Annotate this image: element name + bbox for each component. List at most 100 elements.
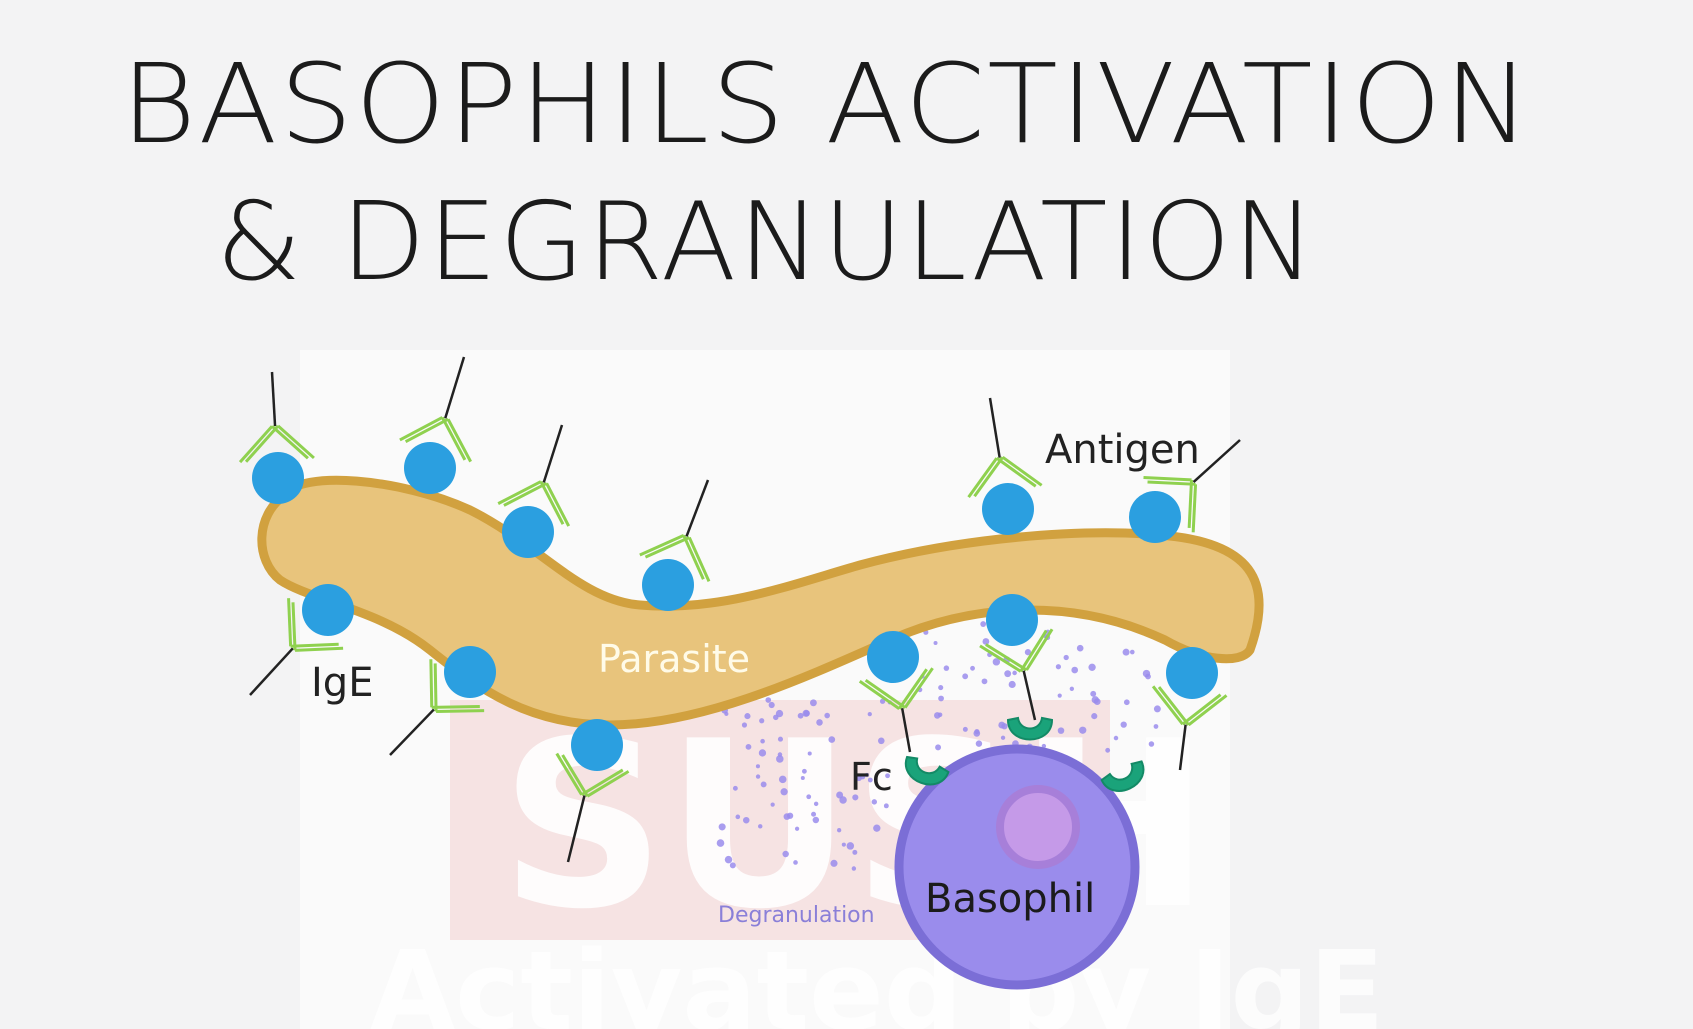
antibody-2 <box>399 356 472 463</box>
granule-dot <box>846 842 855 850</box>
antibody-arm <box>399 416 444 442</box>
granule-dot <box>867 711 872 717</box>
antibody-stem <box>542 424 564 483</box>
antibody-12 <box>1151 685 1228 771</box>
antibody-arm <box>1181 693 1222 726</box>
fc-receptor-3 <box>1100 760 1145 792</box>
antibody-arm <box>436 709 485 714</box>
granule-dot <box>871 799 878 805</box>
granule-dot <box>873 824 881 832</box>
antibody-arm <box>497 480 542 505</box>
granule-dot <box>783 813 791 820</box>
antibody-arm <box>995 456 1037 488</box>
granule-dot <box>877 737 885 745</box>
granule-dot <box>759 718 765 724</box>
granule-dot <box>800 775 805 780</box>
antibody-arm <box>644 536 690 559</box>
granule-dot <box>807 751 812 756</box>
antibody-stem <box>389 708 435 756</box>
antigens <box>252 442 1218 771</box>
granule-dot <box>830 859 838 867</box>
granule-dot <box>973 730 981 737</box>
granule-dot <box>938 685 944 691</box>
fc-receptor-2 <box>1006 716 1054 741</box>
antibody-arm <box>271 425 309 460</box>
antibody-arm <box>1147 480 1196 486</box>
antibody-arm <box>973 456 1004 498</box>
granule-dot <box>938 695 944 702</box>
granule-dot <box>768 701 775 709</box>
granule-dot <box>797 712 804 719</box>
ige-antibodies <box>238 356 1241 863</box>
granule-dot <box>962 673 969 680</box>
antibody-arm <box>539 480 565 525</box>
granule-dot <box>1153 724 1159 729</box>
basophil-label: Basophil <box>925 876 1095 922</box>
antibody-arm <box>561 754 589 797</box>
granule-dot <box>760 781 767 788</box>
antigen-1 <box>252 452 304 504</box>
antibody-arm <box>1157 686 1190 726</box>
antibody-arm <box>897 668 928 710</box>
granule-dot <box>864 772 870 778</box>
granule-dot <box>992 658 1001 666</box>
granule-dot <box>1071 666 1079 674</box>
antibody-10 <box>858 667 934 753</box>
antibody-11 <box>979 628 1054 721</box>
granule-dot <box>811 811 817 817</box>
antibody-arm <box>287 598 293 647</box>
granule-dot <box>1012 670 1017 676</box>
granule-dot <box>776 755 784 763</box>
parasite-label: Parasite <box>598 637 750 681</box>
antibody-1 <box>238 371 315 464</box>
granule-dot <box>793 860 798 865</box>
antibody-7 <box>249 598 344 696</box>
granule-dot <box>716 839 725 847</box>
granule-dot <box>828 736 836 743</box>
antibody-arm <box>1019 629 1048 673</box>
antibody-arm <box>446 418 472 463</box>
granule-dot <box>755 764 761 769</box>
granule-dot <box>867 777 873 783</box>
granule-dot <box>803 710 810 717</box>
antigen-4 <box>642 559 694 611</box>
antigen-10 <box>867 631 919 683</box>
granule-dot <box>780 788 788 796</box>
granule-dot <box>1055 664 1061 670</box>
antibody-stem <box>249 647 294 696</box>
antigen-9 <box>571 719 623 771</box>
antibody-arm <box>441 416 467 461</box>
granule-dot <box>1008 680 1016 689</box>
granule-dot <box>855 775 862 782</box>
granule-dot <box>841 842 846 847</box>
antigen-7 <box>302 584 354 636</box>
granule-dot <box>982 638 990 645</box>
antibody-stem <box>1192 439 1241 484</box>
antibody-stem <box>1178 724 1187 771</box>
granule-dot <box>852 794 859 801</box>
granule-dot <box>812 816 820 824</box>
granule-dot <box>758 824 763 829</box>
antigen-11 <box>986 594 1038 646</box>
granule-dot <box>773 714 779 721</box>
granule-dot <box>885 773 890 779</box>
granule-dot <box>1004 670 1012 678</box>
antibody-arm <box>433 663 438 712</box>
antigen-2 <box>404 442 456 494</box>
ige-label: IgE <box>311 660 373 706</box>
granule-dot <box>1123 699 1130 706</box>
granule-dot <box>735 814 741 820</box>
fc-receptor-shape <box>1006 716 1054 741</box>
granule-dot <box>934 712 941 719</box>
antibody-stem <box>1022 670 1037 721</box>
antibody-stem <box>270 371 277 427</box>
granule-dot <box>741 722 748 728</box>
granule-dot <box>1076 644 1084 652</box>
antibody-arm <box>586 770 630 798</box>
granule-dot <box>975 740 983 747</box>
granule-dot <box>1069 686 1075 691</box>
antibody-arm <box>294 646 344 652</box>
granule-dot <box>794 826 800 831</box>
antibody-6 <box>1143 439 1241 533</box>
